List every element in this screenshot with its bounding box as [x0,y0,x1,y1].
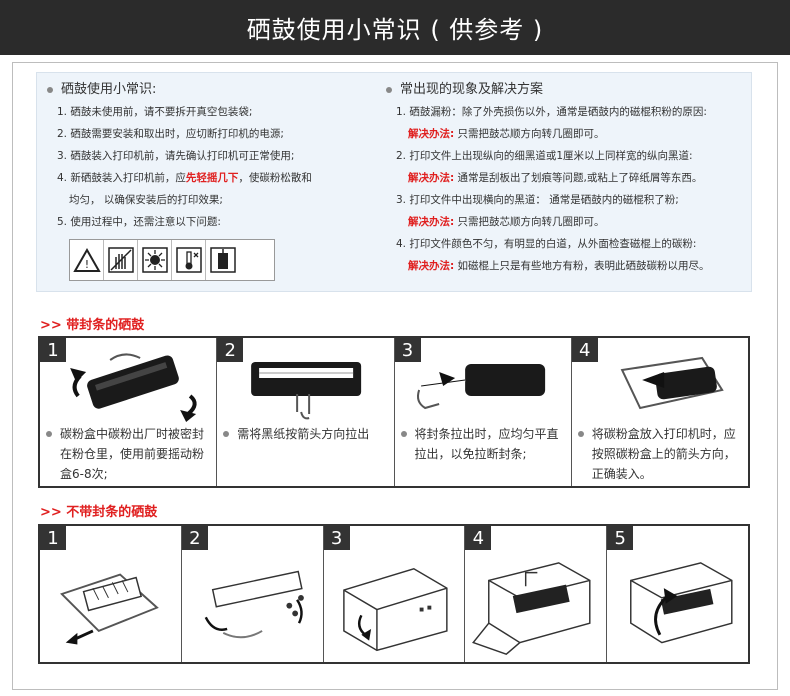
unsealed-section-title: >> 不带封条的硒鼓 [40,505,158,520]
tip-item: 3. 硒鼓装入打印机前，请先确认打印机可正常使用; [57,150,295,162]
step-number: 3 [323,526,350,550]
usage-tips-heading: 硒鼓使用小常识: [43,79,373,101]
unpack-cartridge-illustration [40,526,181,662]
step-number: 1 [40,338,66,362]
insert-cartridge-illustration [572,338,748,422]
step-number: 2 [217,338,244,362]
step-number: 1 [40,526,66,550]
page-title-banner: 硒鼓使用小常识 ( 供参考 ) [0,0,790,55]
unsealed-steps: 1 2 3 [38,524,750,664]
unsealed-step-3: 3 [323,526,466,662]
sealed-step-2: 2 需将黑纸按箭头方向拉出 [217,338,395,486]
unsealed-step-4: 4 [465,526,608,662]
solution-item: 解决办法: 只需把鼓芯顺方向转几圈即可。 [408,216,605,228]
unsealed-step-1: 1 [40,526,182,662]
rotate-drum-illustration [182,526,323,662]
problem-item: 3. 打印文件中出现横向的黑道： 通常是硒鼓内的磁棍积了粉; [396,194,679,206]
bullet-icon [47,87,53,93]
step-description: 将碳粉盒放入打印机时，应按照碳粉盒上的箭头方向， 正确装入。 [577,424,744,484]
sealed-step-1: 1 碳粉盒中碳粉出厂时被密封在粉仓里，使用前要摇动粉盒6-8次; [40,338,218,486]
no-touch-icon [104,240,138,280]
close-printer-illustration [607,526,748,662]
tip-item: 5. 使用过程中，还需注意以下问题: [57,216,221,228]
sealed-step-4: 4 将碳粉盒放入打印机时，应按照碳粉盒上的箭头方向， 正确装入。 [571,338,748,486]
sealed-step-3: 3 将封条拉出时，应均匀平直拉出，以免拉断封条; [394,338,572,486]
troubleshooting-heading: 常出现的现象及解决方案 [382,79,748,101]
step-number: 3 [394,338,421,362]
sealed-section-title: >> 带封条的硒鼓 [40,318,145,333]
problem-item: 1. 硒鼓漏粉：除了外壳损伤以外，通常是硒鼓内的磁棍积粉的原因: [396,106,707,118]
tip-item: 1. 硒鼓未使用前，请不要拆开真空包装袋; [57,106,253,118]
solution-item: 解决办法: 通常是刮板出了划痕等问题,或粘上了碎纸屑等东西。 [408,172,703,184]
bullet-icon [223,431,230,437]
bullet-icon [400,431,407,437]
shake-cartridge-illustration [40,338,216,422]
unsealed-step-5: 5 [607,526,748,662]
page-title: 硒鼓使用小常识 ( 供参考 ) [246,16,544,44]
step-number: 4 [571,338,598,362]
warning-triangle-icon: ! [70,240,104,280]
temperature-icon [172,240,206,280]
content-frame [12,62,778,690]
pull-seal-strip-illustration [395,338,571,422]
step-number: 5 [607,526,634,550]
step-description: 碳粉盒中碳粉出厂时被密封在粉仓里，使用前要摇动粉盒6-8次; [46,424,212,484]
no-sunlight-icon [138,240,172,280]
bullet-icon [46,431,52,437]
step-number: 4 [465,526,492,550]
problem-item: 2. 打印文件上出现纵向的细黑道或1厘米以上同样宽的纵向黑道: [396,150,693,162]
tips-panel: 硒鼓使用小常识: 1. 硒鼓未使用前，请不要拆开真空包装袋; 2. 硒鼓需要安装… [36,72,752,292]
sealed-steps: 1 碳粉盒中碳粉出厂时被密封在粉仓里，使用前要摇动粉盒6-8次; 2 [38,336,750,488]
emphasis-text: 先轻摇几下 [185,172,239,184]
tip-item: 4. 新硒鼓装入打印机前，应先轻摇几下，使碳粉松散和 [57,172,312,184]
tip-item-continued: 均匀， 以确保安装后的打印效果; [69,194,223,206]
solution-item: 解决办法: 如磁棍上只是有些地方有粉，表明此硒鼓碳粉以用尽。 [408,260,710,272]
open-printer-illustration [324,526,465,662]
printer-opened-illustration [465,526,606,662]
pull-black-paper-illustration [217,338,393,422]
solution-item: 解决办法: 只需把鼓芯顺方向转几圈即可。 [408,128,605,140]
problem-item: 4. 打印文件颜色不匀，有明显的白道，从外面检查磁棍上的碳粉: [396,238,697,250]
step-number: 2 [181,526,208,550]
unsealed-step-2: 2 [181,526,324,662]
svg-text:!: ! [84,258,88,271]
step-description: 将封条拉出时，应均匀平直拉出，以免拉断封条; [400,424,567,464]
tip-item: 2. 硒鼓需要安装和取出时，应切断打印机的电源; [57,128,284,140]
no-upright-icon [206,240,240,280]
step-description: 需将黑纸按箭头方向拉出 [223,424,389,444]
usage-tips-column: 硒鼓使用小常识: 1. 硒鼓未使用前，请不要拆开真空包装袋; 2. 硒鼓需要安装… [43,79,373,281]
warning-icons-strip: ! [69,239,275,281]
bullet-icon [577,431,584,437]
troubleshooting-column: 常出现的现象及解决方案 1. 硒鼓漏粉：除了外壳损伤以外，通常是硒鼓内的磁棍积粉… [382,79,748,277]
bullet-icon [386,87,392,93]
